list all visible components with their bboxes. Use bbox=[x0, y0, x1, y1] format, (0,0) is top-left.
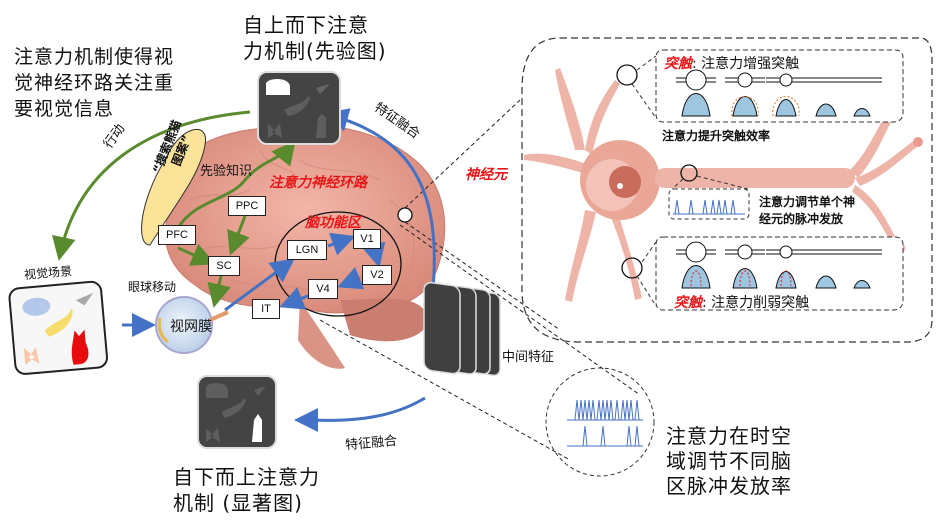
retina-label: 视网膜 bbox=[170, 319, 212, 335]
region-ppc: PPC bbox=[228, 196, 266, 216]
vesicle bbox=[685, 69, 707, 91]
neuron-panel bbox=[521, 37, 933, 343]
connector-lines bbox=[319, 99, 641, 461]
vesicle bbox=[737, 244, 753, 260]
spike bbox=[596, 399, 602, 421]
spine bbox=[681, 265, 711, 289]
spine bbox=[775, 99, 797, 117]
green-arrows bbox=[51, 110, 296, 308]
spike bbox=[624, 399, 630, 421]
region-pfc: PFC bbox=[158, 225, 196, 245]
spike bbox=[600, 399, 606, 421]
enhanced-synapses bbox=[676, 69, 882, 117]
spike bbox=[674, 199, 680, 215]
spike bbox=[620, 399, 626, 421]
weakened-synapses bbox=[676, 241, 882, 289]
search-panda-bubble bbox=[141, 128, 206, 246]
spike bbox=[586, 399, 592, 421]
weaken-core bbox=[739, 270, 751, 287]
weaken-synapse-box bbox=[655, 236, 904, 311]
spatiotemporal-heading: 注意力在时空域调节不同脑区脉冲发放率 bbox=[666, 424, 792, 498]
spike bbox=[702, 199, 708, 215]
spike bbox=[582, 399, 588, 421]
single-neuron-spike-train bbox=[673, 199, 745, 215]
bottom-up-heading: 自下而上注意力机制 (显著图) bbox=[173, 465, 320, 515]
spike bbox=[600, 425, 606, 447]
attention-mechanism-heading: 注意力机制使得视觉神经环路关注重要视觉信息 bbox=[14, 46, 175, 120]
spike bbox=[604, 399, 610, 421]
prior-knowledge-label: 先验知识 bbox=[200, 164, 253, 179]
top-down-heading: 自上而下注意力机制(先验图) bbox=[243, 13, 387, 63]
saliency-map-card bbox=[197, 375, 277, 449]
visual-scene-card bbox=[8, 280, 108, 375]
intermediate-features-label: 中间特征 bbox=[502, 350, 555, 365]
synapse-probe-top bbox=[616, 64, 638, 86]
neuron-label: 神经元 bbox=[465, 167, 507, 183]
blue-arrows bbox=[122, 108, 436, 433]
spike bbox=[578, 399, 584, 421]
spike bbox=[614, 399, 620, 421]
region-v2: V2 bbox=[362, 265, 392, 285]
spike bbox=[628, 399, 634, 421]
vesicle bbox=[685, 241, 707, 263]
enhance-connectors bbox=[631, 55, 657, 119]
spike bbox=[626, 425, 632, 447]
spike bbox=[688, 199, 694, 215]
spike bbox=[574, 399, 580, 421]
spatiotemporal-circle bbox=[545, 367, 655, 477]
weaken-core bbox=[780, 270, 792, 287]
region-v1: V1 bbox=[353, 229, 381, 249]
region-it: IT bbox=[252, 299, 280, 319]
neuron-illustration bbox=[524, 68, 923, 302]
spine bbox=[815, 103, 837, 117]
enhance-synapse-box bbox=[655, 49, 904, 123]
spine bbox=[681, 93, 711, 117]
spike bbox=[634, 399, 640, 421]
region-lgn: LGN bbox=[287, 240, 327, 260]
prior-map-card bbox=[257, 71, 341, 145]
spike bbox=[730, 199, 736, 215]
single-neuron-label: 注意力调节单个神经元的脉冲发放 bbox=[759, 195, 856, 226]
spine bbox=[815, 275, 837, 289]
spike bbox=[590, 399, 596, 421]
spike bbox=[722, 199, 728, 215]
probe-point bbox=[397, 207, 413, 223]
feature-map-stack bbox=[423, 281, 501, 377]
efficiency-label: 注意力提升突触效率 bbox=[662, 129, 771, 143]
spike bbox=[582, 425, 588, 447]
spike bbox=[634, 425, 640, 447]
spine bbox=[853, 280, 871, 289]
enhance-synapse-title: 突触: 注意力增强突触 bbox=[664, 56, 800, 72]
weaken-connectors bbox=[636, 241, 657, 307]
region-sc: SC bbox=[208, 256, 240, 276]
spike bbox=[716, 199, 722, 215]
eye-movement-label: 眼球移动 bbox=[128, 280, 177, 294]
vesicle bbox=[779, 245, 793, 259]
retina-eye bbox=[155, 296, 229, 354]
weaken-core bbox=[690, 270, 702, 287]
spike bbox=[608, 399, 614, 421]
spine bbox=[732, 268, 758, 289]
vesicle bbox=[779, 73, 793, 87]
multi-area-spike-trains bbox=[567, 399, 643, 447]
region-v4: V4 bbox=[308, 279, 338, 299]
vesicle bbox=[737, 72, 753, 88]
spine bbox=[853, 108, 871, 117]
axon-probe bbox=[680, 164, 698, 182]
synapse-probe-bottom bbox=[621, 257, 643, 279]
brain-area-label: 脑功能区 bbox=[305, 215, 361, 231]
spike bbox=[710, 199, 716, 215]
attention-circuit-label: 注意力神经环路 bbox=[269, 175, 367, 191]
weaken-synapse-title: 突触: 注意力削弱突触 bbox=[674, 295, 810, 311]
